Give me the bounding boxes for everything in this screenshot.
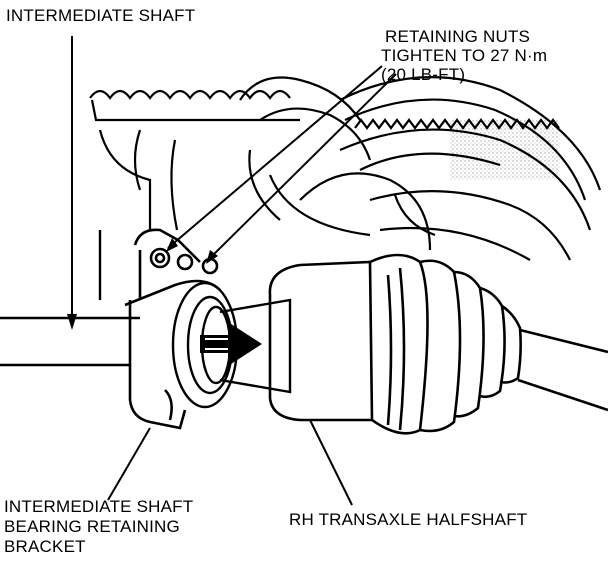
arrowhead-nut-1 — [166, 238, 178, 252]
shading — [450, 120, 560, 180]
intermediate-shaft — [0, 230, 140, 367]
gear-housing — [339, 76, 602, 261]
arrowhead-nut-2 — [206, 250, 218, 264]
arrowhead-intermediate-shaft — [67, 314, 77, 330]
label-intermediate-shaft: INTERMEDIATE SHAFT — [6, 6, 196, 25]
leader-retaining-nut-2 — [207, 73, 397, 261]
engine-block — [89, 76, 432, 251]
label-retaining-nuts-1: RETAINING NUTS — [385, 27, 531, 46]
label-retaining-nuts-2: TIGHTEN TO 27 N·m — [381, 46, 548, 65]
leader-rh-halfshaft — [309, 419, 353, 506]
leader-retaining-nut-1 — [167, 65, 383, 249]
bearing-retaining-bracket — [124, 228, 221, 430]
leader-bearing-bracket — [107, 427, 151, 501]
label-bearing-bracket-1: INTERMEDIATE SHAFT — [4, 497, 194, 516]
label-retaining-nuts-3: (20 LB-FT) — [381, 65, 466, 84]
rh-halfshaft — [268, 253, 608, 435]
shaft-arrow — [200, 298, 292, 394]
label-bearing-bracket-2: BEARING RETAINING — [4, 517, 180, 536]
leader-lines — [71, 36, 397, 506]
label-bearing-bracket-3: BRACKET — [4, 537, 86, 556]
label-rh-halfshaft: RH TRANSAXLE HALFSHAFT — [289, 510, 528, 529]
